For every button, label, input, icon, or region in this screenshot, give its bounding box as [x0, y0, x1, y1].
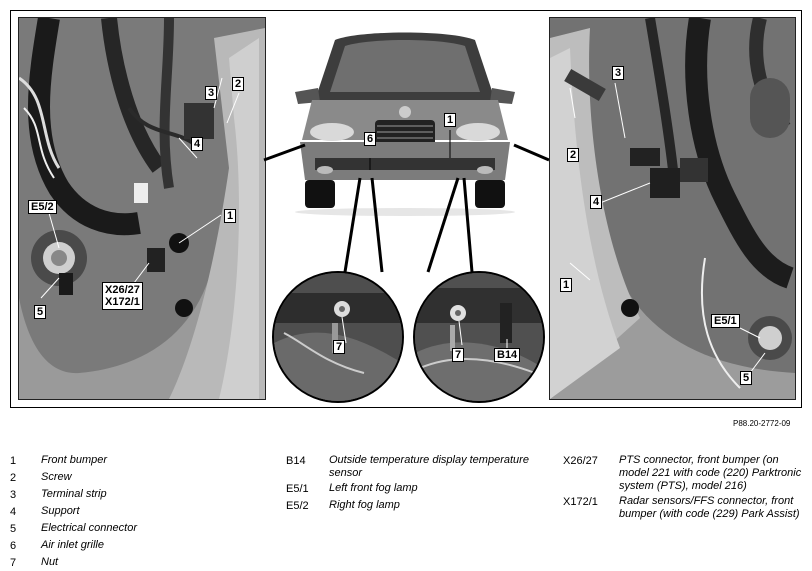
- left-callout-2: 2: [232, 77, 245, 91]
- detail-left-callout-7: 7: [333, 340, 346, 354]
- legend-item: 1 Front bumper: [10, 454, 270, 469]
- left-callout-e5-2: E5/2: [28, 200, 57, 214]
- legend-item: 2 Screw: [10, 471, 270, 486]
- legend-key: 4: [10, 506, 17, 518]
- detail-right-callout-b14: B14: [494, 348, 521, 362]
- left-callout-1: 1: [224, 209, 237, 223]
- legend-item: E5/2 Right fog lamp: [286, 499, 556, 514]
- legend-text: Screw: [41, 471, 72, 483]
- left-callout-x172-1: X172/1: [105, 296, 140, 308]
- left-callout-connectors: X26/27 X172/1: [102, 282, 143, 310]
- right-callout-2: 2: [567, 148, 580, 162]
- legend-column-2: B14 Outside temperature display temperat…: [286, 454, 556, 514]
- legend-text: Electrical connector: [41, 522, 137, 534]
- legend-text: Air inlet grille: [41, 539, 104, 551]
- legend-text: Left front fog lamp: [329, 482, 418, 494]
- legend-key: X172/1: [563, 496, 598, 508]
- legend-column-3: X26/27 PTS connector, front bumper (on m…: [563, 454, 803, 521]
- legend-column-1: 1 Front bumper 2 Screw 3 Terminal strip …: [10, 454, 270, 571]
- center-callout-6: 6: [364, 132, 377, 146]
- legend-text: Support: [41, 505, 80, 517]
- center-callout-1: 1: [444, 113, 457, 127]
- legend-text: PTS connector, front bumper (on model 22…: [619, 454, 802, 492]
- legend-text: Front bumper: [41, 454, 108, 466]
- right-detail-photo: [549, 17, 796, 400]
- legend-key: X26/27: [563, 455, 598, 467]
- legend-text: Terminal strip: [41, 488, 107, 500]
- left-callout-4: 4: [191, 137, 204, 151]
- legend-item: X172/1 Radar sensors/FFS connector, fron…: [563, 495, 803, 521]
- left-callout-3: 3: [205, 86, 218, 100]
- figure-reference: P88.20-2772-09: [733, 419, 791, 428]
- right-callout-3: 3: [612, 66, 625, 80]
- legend-key: 5: [10, 523, 17, 535]
- legend-item: 3 Terminal strip: [10, 488, 270, 503]
- legend-item: E5/1 Left front fog lamp: [286, 482, 556, 497]
- detail-right-callout-7: 7: [452, 348, 465, 362]
- legend-item: 5 Electrical connector: [10, 522, 270, 537]
- left-callout-x26-27: X26/27: [105, 284, 140, 296]
- legend-key: 7: [10, 557, 17, 569]
- legend-item: B14 Outside temperature display temperat…: [286, 454, 556, 480]
- right-callout-4: 4: [590, 195, 603, 209]
- legend-key: E5/1: [286, 483, 309, 495]
- legend-text: Radar sensors/FFS connector, front bumpe…: [619, 495, 800, 520]
- car-front-photo: [290, 30, 520, 216]
- detail-circle-left: [272, 271, 404, 403]
- left-detail-photo: [18, 17, 266, 400]
- legend-text: Nut: [41, 556, 59, 568]
- legend-key: 1: [10, 455, 17, 467]
- legend-key: B14: [286, 455, 306, 467]
- legend-key: 6: [10, 540, 17, 552]
- legend-item: 7 Nut: [10, 556, 270, 571]
- legend-key: 3: [10, 489, 17, 501]
- left-callout-5: 5: [34, 305, 47, 319]
- legend-item: X26/27 PTS connector, front bumper (on m…: [563, 454, 803, 493]
- legend-key: E5/2: [286, 500, 309, 512]
- legend-item: 6 Air inlet grille: [10, 539, 270, 554]
- legend-key: 2: [10, 472, 17, 484]
- right-callout-1: 1: [560, 278, 573, 292]
- detail-circle-right: [413, 271, 545, 403]
- legend-item: 4 Support: [10, 505, 270, 520]
- legend-text: Outside temperature display temperature …: [329, 454, 529, 479]
- right-callout-e5-1: E5/1: [711, 314, 740, 328]
- legend-text: Right fog lamp: [329, 499, 400, 511]
- right-callout-5: 5: [740, 371, 753, 385]
